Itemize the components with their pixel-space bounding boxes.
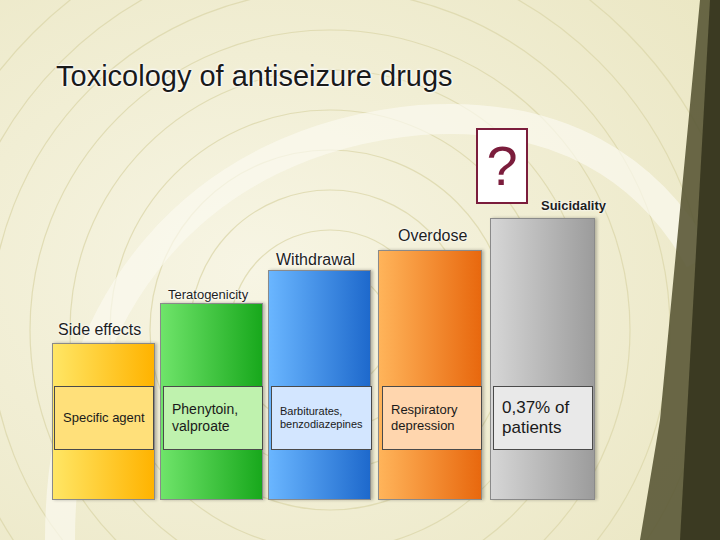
swirl-band <box>60 119 700 540</box>
example-text: Respiratory depression <box>391 402 473 433</box>
example-box: Specific agent <box>54 386 154 450</box>
example-text: 0,37% of patients <box>502 398 584 439</box>
example-box: Phenytoin, valproate <box>163 386 263 450</box>
dark-edge <box>640 0 720 540</box>
dark-edge-inner <box>680 0 720 540</box>
example-text: Barbiturates, benzodiazepines <box>280 405 363 431</box>
stair-bar: Phenytoin, valproateTeratogenicity <box>160 303 263 500</box>
stair-bar: Respiratory depressionOverdose <box>378 250 482 500</box>
stair-bar: Specific agentSide effects <box>52 343 155 500</box>
question-mark: ? <box>486 138 517 194</box>
example-box: 0,37% of patients <box>493 386 593 450</box>
question-box: ? <box>476 128 528 204</box>
example-box: Barbiturates, benzodiazepines <box>271 386 372 450</box>
example-text: Specific agent <box>63 410 145 426</box>
category-heading: Teratogenicity <box>168 287 248 302</box>
example-text: Phenytoin, valproate <box>172 401 254 435</box>
category-heading: Overdose <box>398 227 467 245</box>
category-heading: Suicidality <box>541 198 606 213</box>
stair-bar: Barbiturates, benzodiazepinesWithdrawal <box>268 270 371 500</box>
category-heading: Withdrawal <box>276 251 355 269</box>
category-heading: Side effects <box>58 321 141 339</box>
slide-title: Toxicology of antiseizure drugs <box>56 60 453 93</box>
stair-bar: 0,37% of patientsSuicidality <box>490 218 595 500</box>
example-box: Respiratory depression <box>382 386 482 450</box>
